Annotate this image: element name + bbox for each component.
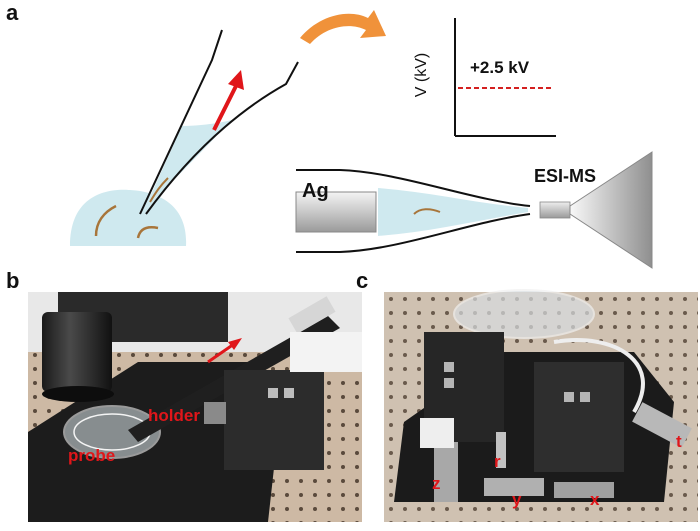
cell-2 (136, 226, 159, 239)
panel-a-letter: a (6, 0, 19, 25)
panel-c-photo (384, 289, 698, 522)
stage-block-right (534, 362, 624, 472)
cell-1 (94, 204, 117, 237)
pipette-cell (149, 177, 169, 203)
micrometer-r (496, 432, 506, 468)
voltage-axis-label: V (kV) (413, 52, 430, 98)
pipette-right-wall (145, 61, 299, 215)
ag-wire (295, 191, 377, 233)
axis-label-r: r (494, 452, 501, 471)
ms-inlet-tube (539, 201, 571, 219)
voltage-value-label: +2.5 kV (470, 58, 530, 77)
panel-c-letter: c (356, 268, 369, 293)
esi-ms-label: ESI-MS (534, 166, 597, 186)
manipulator-knob-b (204, 402, 226, 424)
axis-label-x: x (590, 490, 600, 509)
ag-electrode-label: Ag (302, 180, 329, 202)
emitter-cell (413, 208, 441, 215)
stage-screw-4 (580, 392, 590, 402)
white-box (290, 332, 362, 372)
objective-lens (42, 312, 112, 392)
holder-clamp (288, 296, 336, 334)
white-clamp-c (420, 418, 454, 448)
panel-a-schematic (70, 10, 653, 269)
capillary-taper-top (339, 169, 531, 207)
pipette-left-wall (139, 29, 223, 215)
ms-cone (569, 151, 653, 269)
stage-screw-2 (444, 378, 454, 388)
flow-arrow-head (228, 70, 244, 90)
micrometer-y (484, 478, 544, 496)
transfer-curved-arrow (300, 10, 386, 44)
tubing-c (553, 338, 645, 414)
red-arrow-b-head (228, 338, 242, 350)
flow-arrow-shaft (212, 85, 238, 131)
axis-label-z: z (432, 474, 441, 493)
stage-screw-3 (564, 392, 574, 402)
holder-label: holder (148, 406, 200, 425)
stage-screw-1 (444, 362, 454, 372)
probe-label: probe (68, 446, 116, 465)
objective-tip (42, 386, 114, 402)
axis-label-y: y (512, 490, 522, 509)
sample-droplet (70, 189, 187, 246)
manipulator-screw-b2 (284, 388, 294, 398)
micrometer-t (632, 402, 692, 448)
petri-dish-b (63, 405, 161, 459)
micrometer-z (434, 442, 458, 502)
panel-b-letter: b (6, 268, 20, 293)
manipulator-block-b (224, 370, 324, 470)
capillary-taper-bottom (339, 213, 531, 253)
petri-dish-c (453, 289, 595, 339)
emitter-liquid (378, 188, 528, 236)
manipulator-screw-b1 (268, 388, 278, 398)
panel-b-photo (28, 292, 362, 522)
red-arrow-b-shaft (207, 342, 235, 364)
axis-label-t: t (676, 432, 682, 451)
micrometer-x (554, 482, 614, 498)
